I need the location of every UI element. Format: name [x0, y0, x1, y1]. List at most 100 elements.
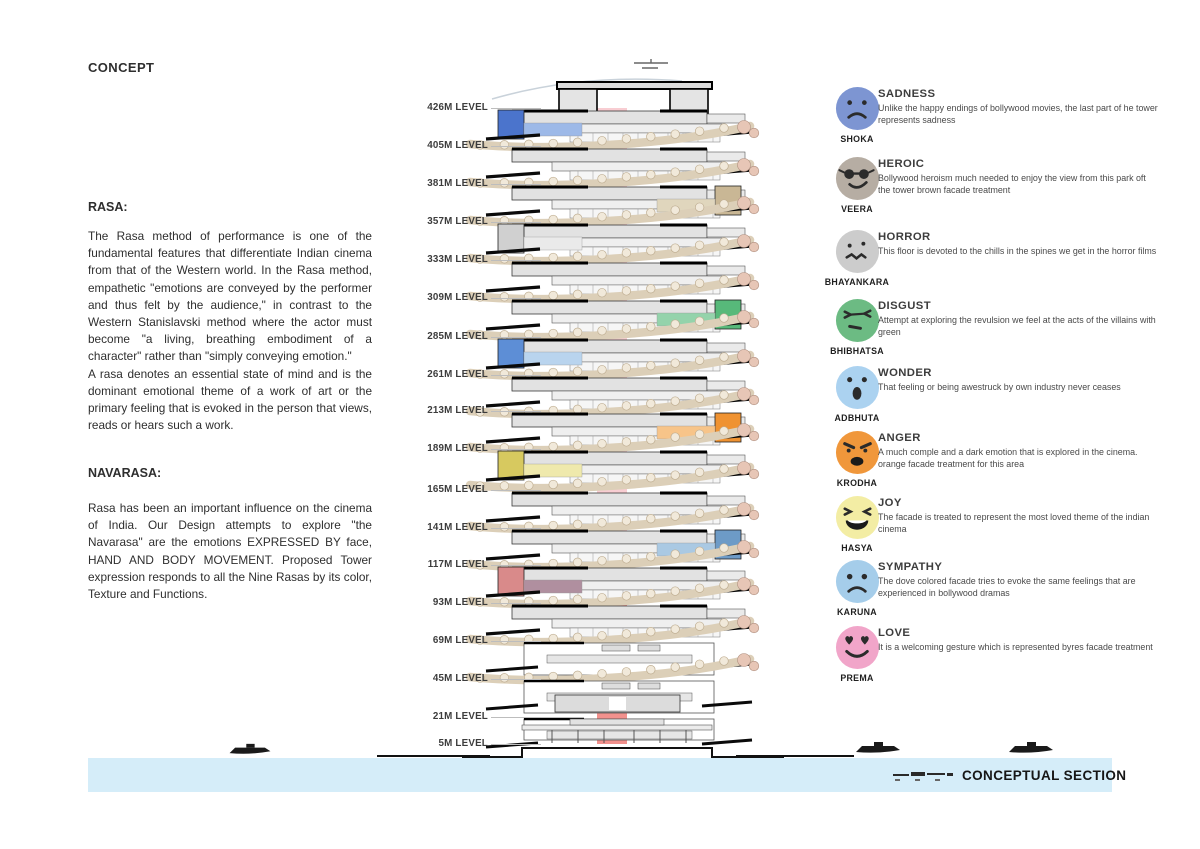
ramp-tree — [670, 470, 680, 480]
emotion-description: The dove colored facade tries to evoke t… — [878, 576, 1136, 598]
ramp-tree — [524, 442, 534, 452]
boat-icon — [1009, 742, 1053, 753]
level-leader-line — [491, 449, 541, 450]
helicopter-icon — [634, 59, 668, 69]
level-leader-line — [491, 717, 541, 718]
ramp-tree — [572, 327, 583, 337]
ramp-tree — [621, 210, 632, 220]
ramp-tree — [499, 597, 510, 607]
ramp-tree — [475, 673, 485, 683]
ramp-tree — [646, 361, 656, 371]
emotion-title: WONDER — [878, 367, 932, 379]
ramp-tree — [646, 665, 656, 675]
face-icon-veera — [835, 156, 880, 201]
ramp-tree — [548, 520, 558, 531]
ramp-tree — [475, 369, 485, 379]
ramp-tree — [694, 164, 705, 174]
ramp-tree — [694, 467, 705, 477]
floor-module — [485, 717, 753, 749]
scale-bar-icon — [893, 772, 953, 781]
ramp-tree-cluster — [737, 615, 751, 629]
ramp-tree-cluster — [748, 203, 760, 215]
ramp-tree — [694, 583, 705, 593]
emotion-sanskrit-label: BHAYANKARA — [824, 277, 890, 287]
ramp-tree — [499, 178, 510, 188]
ramp-tree — [719, 656, 729, 666]
ramp-tree-cluster — [748, 394, 760, 406]
ramp-tree — [670, 205, 680, 215]
emotion-title: JOY — [878, 497, 902, 509]
floor-module — [465, 147, 760, 190]
ramp-tree — [475, 635, 485, 645]
ramp-tree — [621, 134, 632, 144]
ramp-tree — [597, 477, 607, 487]
ramp-tree — [621, 248, 632, 258]
ramp-tree — [719, 237, 729, 247]
ramp-tree — [475, 178, 485, 188]
ramp-tree — [548, 367, 558, 378]
floor-module — [465, 412, 760, 455]
floor-module — [465, 641, 760, 685]
level-leader-line — [491, 603, 541, 604]
ramp-tree — [524, 480, 534, 490]
ramp-tree — [499, 254, 510, 264]
level-leader-line — [491, 184, 541, 185]
navarasa-paragraph: Rasa has been an important influence on … — [88, 501, 372, 602]
ramp-tree — [572, 404, 583, 414]
ramp-tree — [572, 366, 583, 376]
level-label: 426M LEVEL — [427, 102, 488, 113]
ramp-tree — [524, 177, 534, 187]
emotion-title: ANGER — [878, 432, 921, 444]
ramp-tree — [597, 365, 607, 375]
ramp-tree-cluster — [748, 241, 760, 253]
ramp-tree — [646, 473, 656, 483]
emotion-description: This floor is devoted to the chills in t… — [878, 246, 1157, 256]
emotion-sanskrit-label: KRODHA — [836, 478, 878, 488]
ramp-tree-cluster — [737, 502, 751, 516]
ramp-tree — [719, 313, 729, 323]
floor-module — [465, 376, 760, 419]
ramp-tree — [572, 251, 583, 261]
ramp-tree — [694, 508, 705, 518]
ramp-tree — [597, 556, 607, 566]
ramp-tree — [646, 132, 656, 142]
ramp-tree — [719, 123, 729, 133]
ramp-tree — [621, 286, 632, 296]
level-label: 381M LEVEL — [427, 178, 488, 189]
emotion-description: Unlike the happy endings of bollywood mo… — [878, 103, 1158, 125]
ramp-tree-cluster — [737, 196, 751, 210]
level-label: 117M LEVEL — [427, 559, 488, 570]
ramp-tree-cluster — [748, 509, 760, 521]
boat-icon — [229, 743, 271, 754]
navarasa-heading: NAVARASA: — [88, 466, 162, 480]
emotion-title: HORROR — [878, 231, 931, 243]
ramp-tree — [597, 518, 607, 528]
face-icon-hasya — [835, 495, 880, 540]
ramp-tree — [670, 432, 680, 442]
ramp-tree-cluster — [737, 461, 751, 475]
floor-module — [465, 338, 760, 381]
level-leader-line — [491, 375, 541, 376]
boat-icon — [856, 742, 900, 753]
ramp-tree — [719, 505, 729, 515]
ramp-tree — [621, 437, 632, 447]
level-label: 357M LEVEL — [427, 216, 488, 227]
face-icon-bhibhatsa — [835, 298, 880, 343]
level-leader-line — [491, 744, 541, 745]
level-label: 285M LEVEL — [427, 331, 488, 342]
ramp-tree — [572, 137, 583, 147]
ramp-tree — [670, 396, 680, 406]
ramp-tree-cluster — [737, 577, 751, 591]
ramp-tree — [524, 596, 534, 606]
ramp-tree — [572, 632, 583, 642]
emotion-description: That feeling or being awestruck by own i… — [878, 382, 1121, 392]
ramp-tree-cluster — [737, 423, 751, 437]
level-label: 45M LEVEL — [432, 673, 488, 684]
level-label: 165M LEVEL — [427, 484, 488, 495]
floor-module — [465, 604, 760, 647]
floor-module — [465, 261, 760, 304]
level-leader-line — [491, 337, 541, 338]
